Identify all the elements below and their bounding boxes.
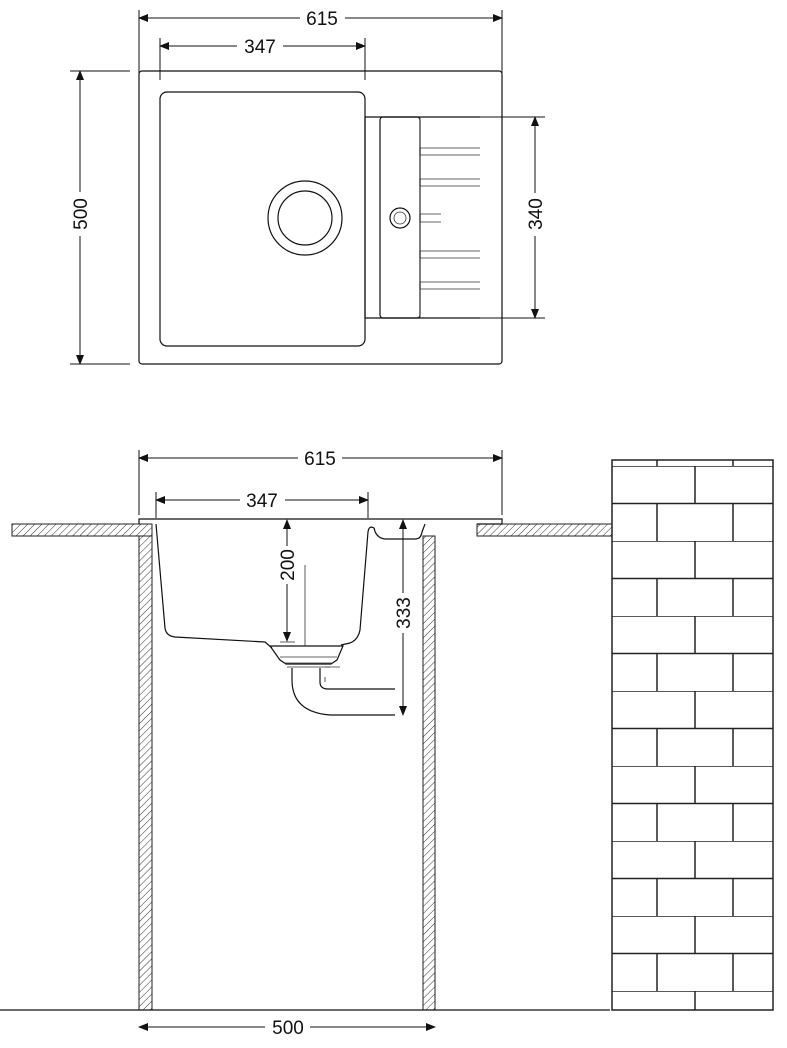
dimension-bowl-width-side: 347 xyxy=(155,491,369,518)
dimension-cabinet-width: 500 xyxy=(138,1018,436,1039)
svg-text:615: 615 xyxy=(306,9,338,30)
drain-outer-ring xyxy=(267,180,343,256)
svg-text:347: 347 xyxy=(244,37,276,58)
drain-inner-ring xyxy=(277,190,333,246)
cabinet-wall-left xyxy=(138,535,153,1011)
sink-rim xyxy=(138,518,503,525)
dimension-overall-width-side: 615 xyxy=(138,449,503,515)
bowl-profile xyxy=(155,523,426,649)
cabinet-wall-right xyxy=(422,535,436,1011)
dimension-overall-depth-top: 500 xyxy=(70,70,130,365)
svg-text:340: 340 xyxy=(526,198,547,230)
drain-pipe xyxy=(291,666,395,716)
svg-text:347: 347 xyxy=(246,491,278,512)
svg-text:500: 500 xyxy=(272,1018,304,1039)
overflow-hole xyxy=(389,207,411,229)
dimension-drainer-depth-top: 340 xyxy=(480,116,547,319)
svg-text:333: 333 xyxy=(394,597,415,629)
svg-text:615: 615 xyxy=(304,449,336,470)
dimension-bowl-width-top: 347 xyxy=(159,37,366,80)
bowl-outline xyxy=(159,91,366,347)
dimension-overall-width-top: 615 xyxy=(138,9,503,78)
drainer-board xyxy=(364,116,480,319)
dimension-bowl-depth-side: 200 xyxy=(278,519,299,643)
dimension-drain-depth-side: 333 xyxy=(394,519,415,716)
svg-text:200: 200 xyxy=(278,549,299,581)
sink-outline xyxy=(138,70,503,365)
countertop-left xyxy=(11,523,153,537)
countertop-right xyxy=(476,523,613,537)
top-view: 615 347 500 340 xyxy=(70,9,547,365)
drain-strainer xyxy=(268,565,344,668)
side-view: 615 347 200 333 500 xyxy=(0,449,774,1039)
brick-wall xyxy=(611,459,774,1011)
svg-text:500: 500 xyxy=(71,198,92,230)
